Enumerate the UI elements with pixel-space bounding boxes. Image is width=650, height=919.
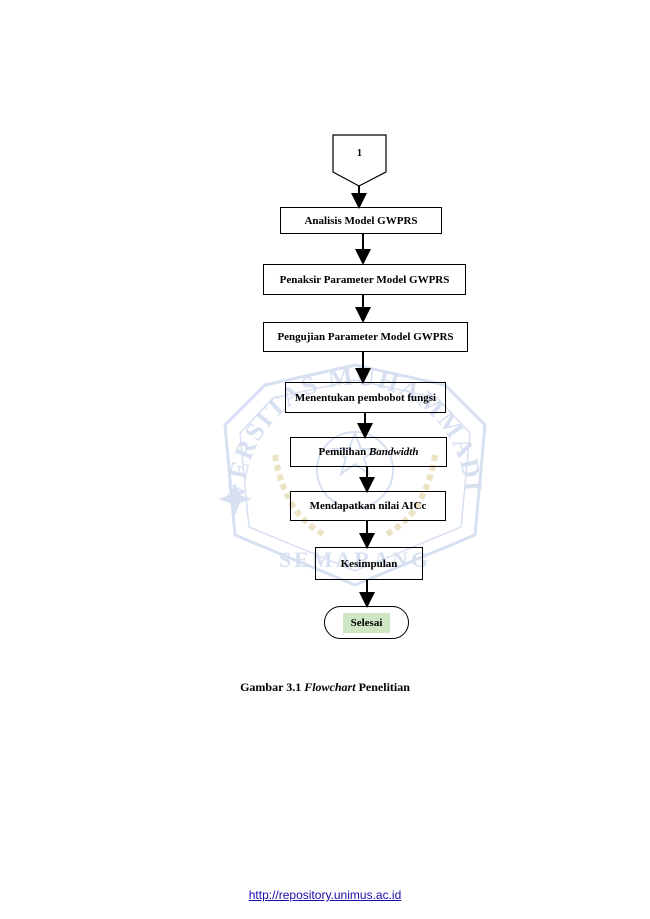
- step-pemilihan-bandwidth: Pemilihan Bandwidth: [290, 437, 447, 467]
- step-mendapatkan-aicc: Mendapatkan nilai AICc: [290, 491, 446, 521]
- repository-link[interactable]: http://repository.unimus.ac.id: [248, 888, 402, 902]
- university-seal-watermark: UNIVERSITAS MUHAMMADIYAH SEMARANG: [205, 345, 487, 587]
- end-terminator: Selesai: [324, 606, 409, 639]
- step-penaksir-parameter: Penaksir Parameter Model GWPRS: [263, 264, 466, 295]
- figure-caption: Gambar 3.1 Flowchart Penelitian: [240, 680, 410, 694]
- step-analisis-model: Analisis Model GWPRS: [280, 207, 442, 234]
- offpage-connector-shape: [332, 134, 387, 187]
- footer: http://repository.unimus.ac.id: [0, 888, 650, 902]
- end-label: Selesai: [342, 612, 391, 633]
- offpage-connector: 1: [333, 135, 386, 172]
- svg-text:SEMARANG: SEMARANG: [279, 547, 431, 572]
- step-menentukan-pembobot: Menentukan pembobot fungsi: [285, 382, 446, 413]
- step-kesimpulan: Kesimpulan: [315, 547, 423, 580]
- step-pengujian-parameter: Pengujian Parameter Model GWPRS: [263, 322, 468, 352]
- connector-label: 1: [357, 148, 362, 159]
